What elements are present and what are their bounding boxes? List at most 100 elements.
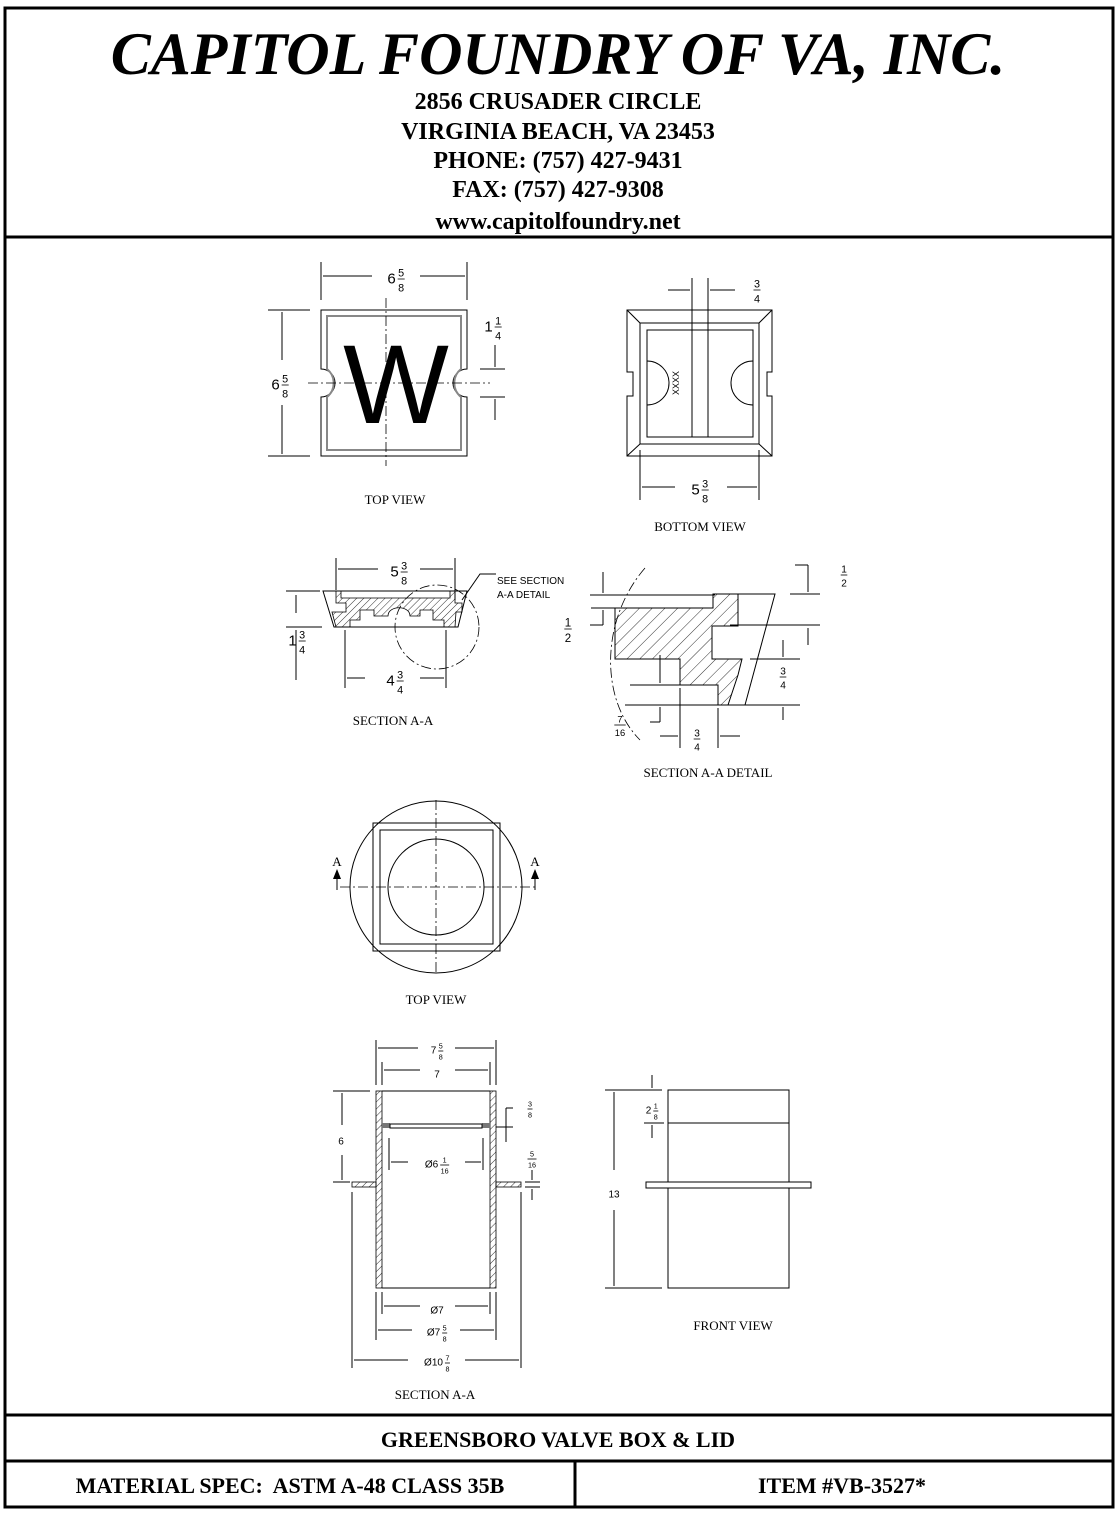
dim-denominator: 8 — [654, 1113, 658, 1122]
dim-whole: 2 — [646, 1106, 652, 1117]
fax-number: FAX: (757) 427-9308 — [452, 177, 664, 203]
dim-denominator: 16 — [441, 1167, 449, 1176]
lid-logo-letter: W — [343, 322, 449, 447]
box-top-view-label: TOP VIEW — [406, 992, 468, 1007]
dim-numerator: 5 — [398, 268, 404, 280]
dim-denominator: 16 — [615, 728, 625, 738]
dim-numerator: 3 — [702, 479, 708, 491]
box-front-view: FRONT VIEW — [605, 1075, 812, 1333]
dim-denominator: 16 — [528, 1161, 536, 1170]
dim-denominator: 4 — [495, 330, 501, 342]
dim-whole: 6 — [387, 270, 395, 287]
dim-denominator: 8 — [401, 575, 407, 587]
dim-numerator: 3 — [754, 279, 760, 291]
dim-numerator: 3 — [694, 729, 700, 740]
lid-bottom-view-label: BOTTOM VIEW — [654, 519, 746, 534]
dim-box-seat-depth: 6 — [338, 1137, 344, 1148]
lid-top-view: W TOP VIEW — [268, 262, 505, 507]
see-section-note-1: SEE SECTION — [497, 576, 564, 587]
dim-whole: Ø6 — [425, 1160, 439, 1171]
dim-numerator: 3 — [299, 630, 305, 642]
dim-denominator: 8 — [398, 282, 404, 294]
lid-section-a-a: SEE SECTION A-A DETAIL SECTION A-A — [286, 558, 564, 728]
dim-whole: Ø10 — [424, 1358, 443, 1369]
dim-denominator: 4 — [754, 293, 760, 305]
dim-whole: 5 — [390, 563, 398, 580]
dim-whole: 7 — [434, 1070, 440, 1081]
company-name: CAPITOL FOUNDRY OF VA, INC. — [111, 21, 1006, 87]
lid-section-detail: SECTION A-A DETAIL — [590, 564, 820, 780]
dim-det-step: 716 — [614, 715, 626, 738]
dim-denominator: 4 — [397, 684, 403, 696]
dim-numerator: 7 — [445, 1354, 449, 1363]
dim-numerator: 7 — [617, 715, 622, 725]
dim-box-inner-top: 7 — [434, 1070, 440, 1081]
dim-denominator: 8 — [439, 1053, 443, 1062]
dim-box-seat: 38 — [527, 1100, 533, 1120]
see-section-note-2: A-A DETAIL — [497, 590, 551, 601]
box-section-label: SECTION A-A — [395, 1387, 476, 1402]
dim-denominator: 4 — [299, 644, 305, 656]
dim-lid-bar: 34 — [753, 279, 761, 305]
product-name: GREENSBORO VALVE BOX & LID — [381, 1427, 735, 1452]
dim-denominator: 2 — [841, 579, 847, 590]
dim-det-right: 34 — [779, 667, 787, 692]
dim-numerator: 5 — [439, 1042, 443, 1051]
dim-det-top-right: 12 — [840, 565, 848, 590]
dim-whole: 7 — [431, 1046, 437, 1057]
dim-numerator: 1 — [841, 565, 847, 576]
box-section-a-a: SECTION A-A — [333, 1040, 540, 1402]
lid-bottom-marking: XXXX — [671, 371, 681, 395]
dim-whole: 1 — [484, 318, 492, 335]
material-spec: MATERIAL SPEC: ASTM A-48 CLASS 35B — [76, 1473, 505, 1498]
dim-whole: 6 — [338, 1137, 344, 1148]
dim-numerator: 5 — [530, 1150, 534, 1159]
front-view-label: FRONT VIEW — [693, 1318, 773, 1333]
dim-whole: Ø7 — [427, 1328, 441, 1339]
dim-box-inner-dia: Ø7 — [430, 1306, 444, 1317]
dim-numerator: 3 — [528, 1100, 532, 1109]
lid-bottom-view: XXXX BOTTOM VIEW — [626, 278, 773, 534]
dim-whole: 1 — [288, 632, 296, 649]
title-block-footer: GREENSBORO VALVE BOX & LID MATERIAL SPEC… — [76, 1427, 926, 1498]
dim-numerator: 3 — [780, 667, 786, 678]
dim-whole: 6 — [271, 376, 279, 393]
dim-numerator: 1 — [565, 618, 571, 630]
dim-denominator: 8 — [445, 1365, 449, 1374]
dim-numerator: 1 — [495, 316, 501, 328]
item-number: ITEM #VB-3527* — [758, 1473, 926, 1498]
dim-numerator: 1 — [654, 1102, 658, 1111]
dim-denominator: 8 — [443, 1335, 447, 1344]
section-marker-right: A — [530, 854, 540, 869]
sheet-frame — [3, 6, 1115, 1509]
website: www.capitolfoundry.net — [435, 209, 680, 235]
phone-number: PHONE: (757) 427-9431 — [433, 148, 682, 174]
dim-det-left: 12 — [564, 618, 572, 645]
dim-box-flange: 516 — [527, 1150, 537, 1170]
dim-denominator: 8 — [702, 493, 708, 505]
box-top-view: A A TOP VIEW — [332, 800, 540, 1007]
dim-denominator: 4 — [780, 681, 786, 692]
lid-top-view-label: TOP VIEW — [365, 492, 427, 507]
dim-denominator: 8 — [282, 388, 288, 400]
dim-numerator: 1 — [443, 1156, 447, 1165]
lid-section-label: SECTION A-A — [353, 713, 434, 728]
dim-det-bottom: 34 — [693, 729, 701, 754]
dim-front-height: 13 — [608, 1190, 620, 1201]
dim-denominator: 8 — [528, 1111, 532, 1120]
dim-numerator: 5 — [443, 1324, 447, 1333]
dim-numerator: 3 — [401, 561, 407, 573]
dim-numerator: 3 — [397, 670, 403, 682]
dim-numerator: 5 — [282, 374, 288, 386]
dim-whole: 5 — [691, 481, 699, 498]
